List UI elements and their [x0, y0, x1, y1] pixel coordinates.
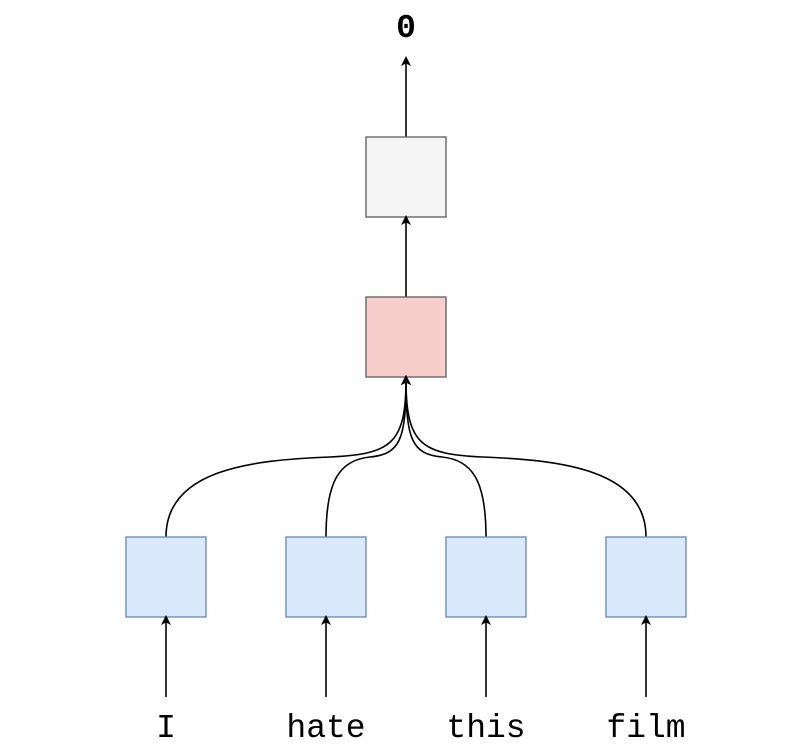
- input-box-3: [445, 536, 527, 618]
- input-word-2: hate: [286, 710, 365, 747]
- input-box-2: [285, 536, 367, 618]
- hidden-box: [365, 296, 447, 378]
- input-word-1: I: [156, 710, 176, 747]
- edge-input-3: [401, 375, 487, 538]
- input-word-3: this: [446, 710, 525, 747]
- input-box-4: [605, 536, 687, 618]
- output-label: 0: [396, 10, 416, 47]
- edge-input-4: [401, 375, 647, 538]
- edge-input-2: [325, 375, 411, 538]
- input-box-1: [125, 536, 207, 618]
- edge-input-1: [165, 375, 411, 538]
- input-word-4: film: [606, 710, 685, 747]
- output-box: [365, 136, 447, 218]
